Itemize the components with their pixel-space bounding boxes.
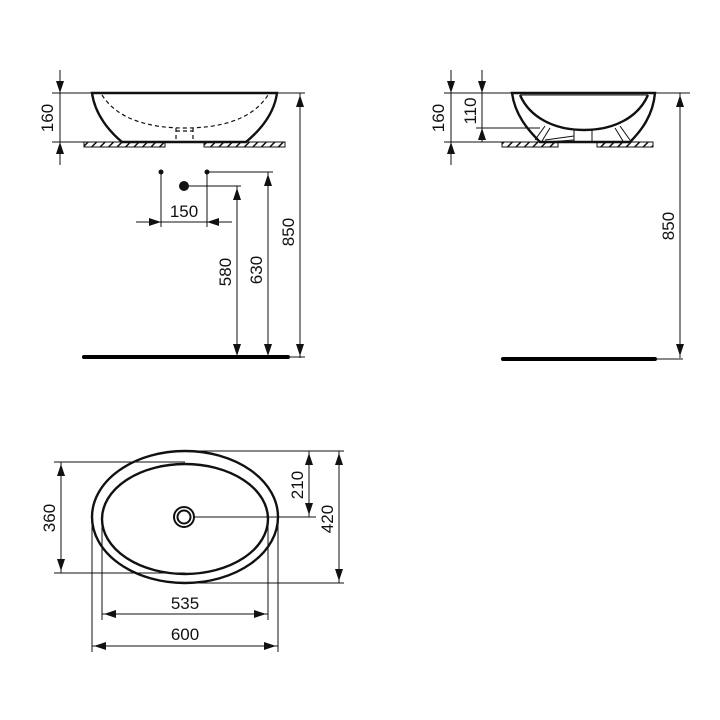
tap-hole-left [158, 169, 164, 175]
dim-tap-spacing: 150 [170, 202, 198, 221]
dim-inner-width: 360 [40, 504, 59, 532]
dim-side-rim-height: 850 [659, 212, 678, 240]
dim-inner-length: 535 [171, 594, 199, 613]
side-countertop-left [501, 141, 559, 148]
drain-inner [176, 509, 192, 525]
side-basin-outline [510, 91, 657, 144]
waste-dashed [175, 128, 194, 142]
dim-outer-width: 420 [318, 505, 337, 533]
dim-outer-length: 600 [171, 625, 199, 644]
dim-front-height: 160 [38, 104, 57, 132]
top-view: 360 210 420 535 600 [40, 449, 344, 652]
front-view: 160 150 580 630 850 [38, 70, 305, 359]
dim-tap-height: 630 [247, 256, 266, 284]
dim-waste-height: 580 [216, 258, 235, 286]
dim-side-height: 160 [429, 104, 448, 132]
dim-bowl-depth: 110 [461, 97, 480, 124]
dim-rim-height: 850 [279, 218, 298, 246]
dim-center-offset: 210 [288, 471, 307, 499]
basin-outline [90, 91, 279, 144]
side-view: 160 110 850 [429, 70, 690, 361]
basin-inner-dashed [101, 94, 269, 129]
inner-bowl [100, 462, 270, 576]
